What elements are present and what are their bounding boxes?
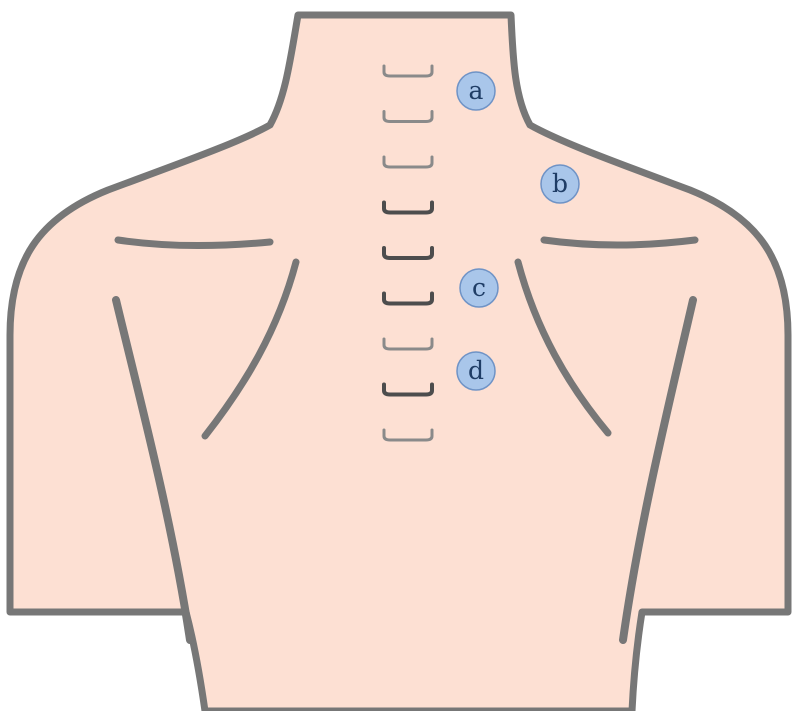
marker-b: b [541, 165, 579, 203]
marker-a: a [457, 72, 495, 110]
marker-d-label: d [468, 356, 484, 385]
marker-b-label: b [552, 169, 568, 198]
body-silhouette [10, 15, 788, 711]
marker-c: c [460, 269, 498, 307]
marker-a-label: a [469, 76, 484, 105]
marker-c-label: c [472, 273, 486, 302]
marker-d: d [457, 352, 495, 390]
